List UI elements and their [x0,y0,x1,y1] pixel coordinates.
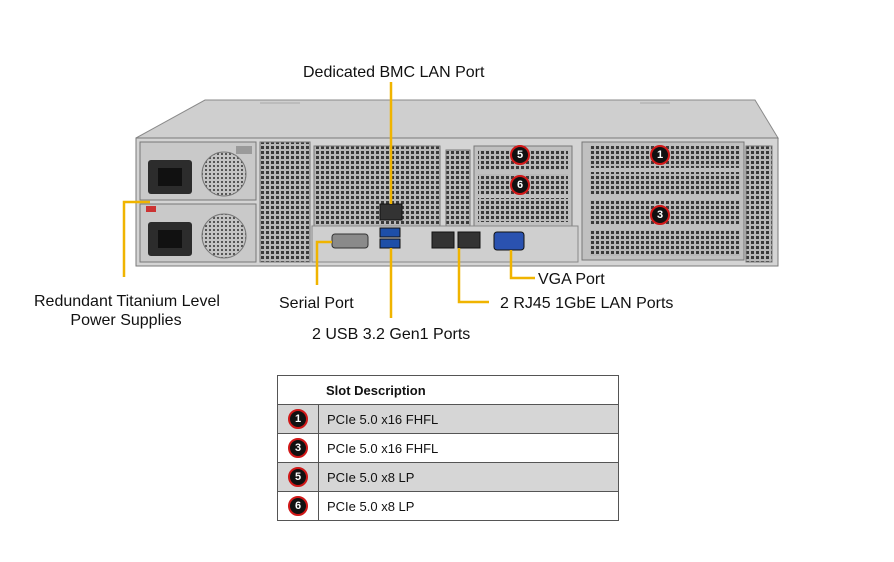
slot-badge-3: 3 [650,205,670,225]
psu-leader [122,200,150,277]
table-row: 1 PCIe 5.0 x16 FHFL [277,404,619,434]
vga-port-label: VGA Port [538,271,605,288]
slot-badge-1: 1 [650,145,670,165]
psu-label: Redundant Titanium Level Power Supplies [34,292,220,330]
slot-description: PCIe 5.0 x16 FHFL [318,404,619,434]
vga-leader [509,250,535,280]
usb-port-shape-1 [379,227,401,238]
psu-bottom [139,203,257,263]
fh-slots [581,141,745,261]
usb-port-shape-2 [379,238,401,249]
vga-port-shape [493,231,525,251]
lan-ports-label: 2 RJ45 1GbE LAN Ports [500,295,674,312]
psu-label-line1: Redundant Titanium Level [34,293,220,310]
slot-description-table: Slot Description 1 PCIe 5.0 x16 FHFL 3 P… [277,375,619,521]
table-header: Slot Description [277,375,619,405]
slot-badge-6: 6 [510,175,530,195]
bmc-port-shape [379,203,403,221]
slot-number-badge: 1 [288,409,308,429]
lan-leader [457,248,489,304]
lan-port-shape-1 [431,231,455,249]
table-row: 5 PCIe 5.0 x8 LP [277,462,619,492]
slot-badge-5: 5 [510,145,530,165]
serial-port-shape [331,233,369,249]
table-row: 6 PCIe 5.0 x8 LP [277,491,619,521]
slot-number-badge: 6 [288,496,308,516]
slot-number-badge: 5 [288,467,308,487]
table-row: 3 PCIe 5.0 x16 FHFL [277,433,619,463]
usb-ports-label: 2 USB 3.2 Gen1 Ports [312,326,471,343]
slot-description: PCIe 5.0 x8 LP [318,462,619,492]
bmc-lan-port-label: Dedicated BMC LAN Port [303,64,485,81]
serial-port-label: Serial Port [279,295,354,312]
serial-leader [315,240,332,285]
psu-top [139,141,257,201]
table-header-row: Slot Description [277,375,619,405]
lan-port-shape-2 [457,231,481,249]
slot-description: PCIe 5.0 x16 FHFL [318,433,619,463]
slot-number-badge: 3 [288,438,308,458]
slot-description: PCIe 5.0 x8 LP [318,491,619,521]
chassis-top-lid [135,99,779,139]
psu-label-line2: Power Supplies [70,312,182,329]
